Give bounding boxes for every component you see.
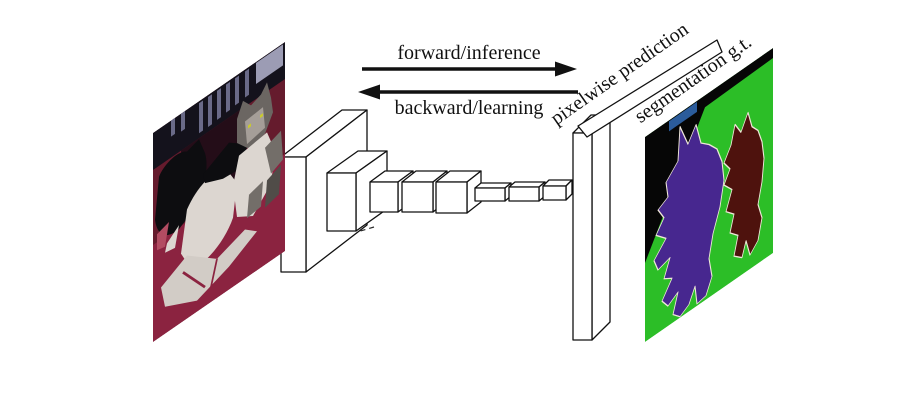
segmentation-ground-truth-image — [645, 48, 773, 342]
window-blinds — [153, 41, 285, 170]
prediction-callout-bracket — [577, 39, 723, 138]
cat-eye — [248, 123, 251, 129]
segment-void-region — [645, 48, 773, 263]
backward-learning-label: backward/learning — [394, 97, 544, 119]
network-layer-box-6 — [474, 182, 512, 202]
segmentation-art — [645, 48, 773, 342]
pet-legs — [161, 229, 257, 307]
input-photo-art — [153, 41, 285, 342]
input-image — [153, 41, 285, 342]
dog-figure — [155, 139, 247, 269]
forward-arrow — [362, 61, 577, 77]
forward-inference-label: forward/inference — [397, 42, 541, 64]
cat-eye — [260, 113, 263, 119]
network-layer-box-7 — [508, 181, 546, 202]
prediction-plane — [572, 39, 723, 341]
cat-segment — [723, 111, 765, 259]
network-layer-box-5 — [435, 170, 482, 214]
segment-blue-object — [669, 101, 697, 132]
cat-figure — [233, 82, 283, 219]
dog-segment — [653, 123, 725, 318]
backward-arrow — [358, 84, 578, 100]
network-layer-box-8 — [542, 179, 573, 201]
